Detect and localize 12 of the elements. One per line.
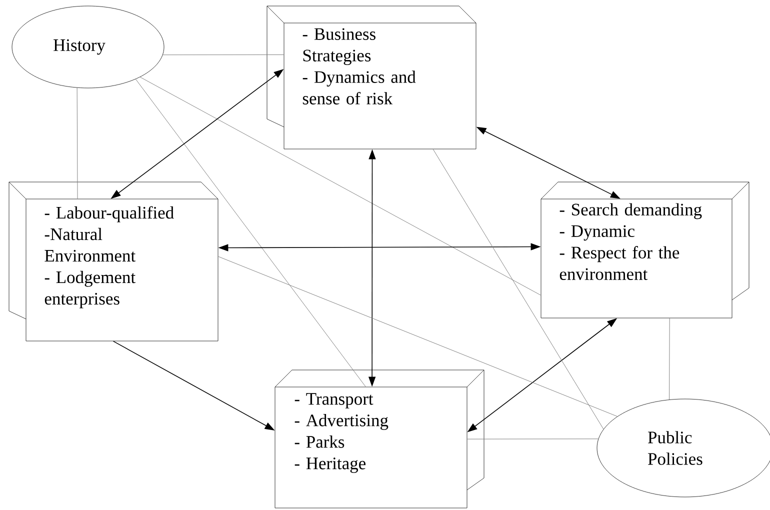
cube-box: - Business Strategies - Dynamics and sense of risk [266,6,476,150]
connector-line [432,148,604,430]
connector-line [140,76,542,296]
connector-line [135,78,366,388]
connector-line [162,54,284,56]
connector-line [466,438,599,440]
connector-line [669,318,670,400]
cube-box: - Transport - Advertising - Parks - Heritage [274,370,484,508]
cube-box: - Search demanding - Dynamic - Respect for the environment [540,182,750,318]
connector-line [218,256,618,417]
cube-box: - Labour-qualified -Natural Environment - Lodgement enterprises [8,182,218,342]
connector-line [76,88,78,200]
